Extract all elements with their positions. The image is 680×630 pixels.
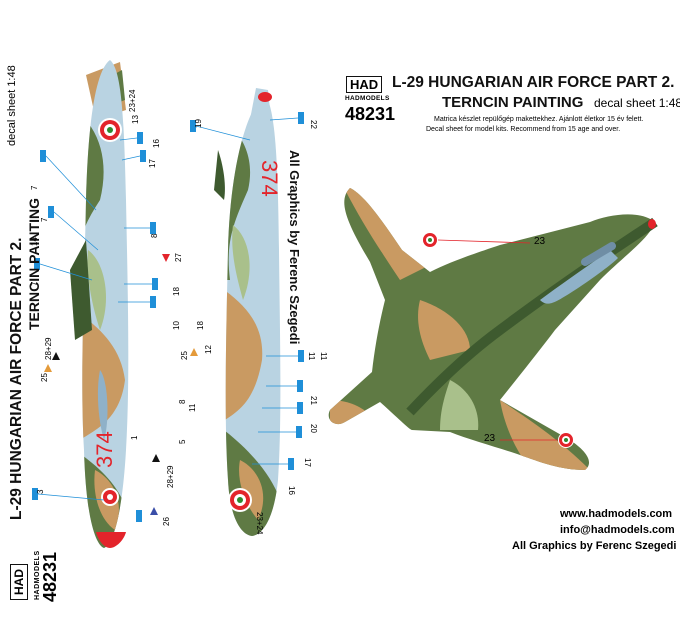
left-callout: 25 [40,373,49,382]
middle-side-view-aircraft: 374 [214,88,282,536]
top-callout-23-upper: 23 [534,236,546,247]
left-callout: 7 [30,185,39,190]
right-brand-sub: HADMODELS [345,95,390,102]
left-callout: 23+24 [128,89,137,112]
right-decal-sheet-label: decal sheet 1:48 [594,96,680,110]
mid-callout: 12 [204,345,213,354]
left-side-view-aircraft: 374 [70,60,129,548]
left-callout: 1 [130,435,139,440]
mid-callout: 22 [309,120,318,129]
mid-callout: 20 [309,424,318,433]
mid-callout: 21 [309,396,318,405]
mid-callout: 11 [188,403,197,412]
email-text: info@hadmodels.com [560,524,675,536]
left-title-block: L-29 HUNGARIAN AIR FORCE PART 2. TERNCIN… [8,198,42,520]
left-callout: 26 [162,517,171,526]
left-callout: 14 [30,237,39,246]
left-callout: 18 [172,287,181,296]
right-title-line2: TERNCIN PAINTING [442,94,584,111]
mid-callout: 19 [194,119,203,128]
left-callout: 3 [36,489,45,494]
left-callout: 7 [30,281,39,286]
mid-callout: 11 [307,352,316,361]
left-brand-logo: HAD [10,564,28,600]
left-title-line1: L-29 HUNGARIAN AIR FORCE PART 2. [8,237,25,520]
left-decal-sheet-label: decal sheet 1:48 [6,65,18,146]
left-callout: 16 [152,139,161,148]
mid-callout: 11 [319,352,328,361]
mid-callout: 5 [178,439,187,444]
top-view-aircraft [328,188,658,470]
right-title-line1: L-29 HUNGARIAN AIR FORCE PART 2. [392,74,675,91]
website-text: www.hadmodels.com [560,508,673,520]
info-line-hu: Matrica készlet repülőgép makettekhez. A… [434,116,644,123]
credits-text: All Graphics by Ferenc Szegedi [512,540,677,552]
middle-callout-markers [190,112,304,470]
mid-callout: 17 [303,458,312,467]
left-serial-number: 374 [92,431,117,468]
left-callout: 13 [131,115,140,124]
mid-callout: 8 [178,399,187,404]
info-line-en: Decal sheet for model kits. Recommend fr… [426,126,621,133]
left-callout: 27 [174,253,183,262]
left-callout: 17 [148,159,157,168]
left-callout: 28+29 [166,465,175,488]
mid-callout: 25 [180,351,189,360]
left-callout: 7 [40,217,49,222]
top-callout-23-lower: 23 [484,433,496,444]
mid-callout: 23+24 [255,512,264,535]
left-callout: 8 [150,233,159,238]
left-product-code: 48231 [40,551,60,602]
middle-serial-number: 374 [257,160,282,197]
right-brand-logo: HAD [346,76,383,93]
right-product-code: 48231 [345,104,396,124]
left-callout-markers [32,132,158,522]
mid-callout: 18 [196,321,205,330]
middle-credits: All Graphics by Ferenc Szegedi [287,150,302,345]
left-callout: 28+29 [44,337,53,360]
mid-callout: 16 [287,486,296,495]
left-callout: 10 [172,321,181,330]
